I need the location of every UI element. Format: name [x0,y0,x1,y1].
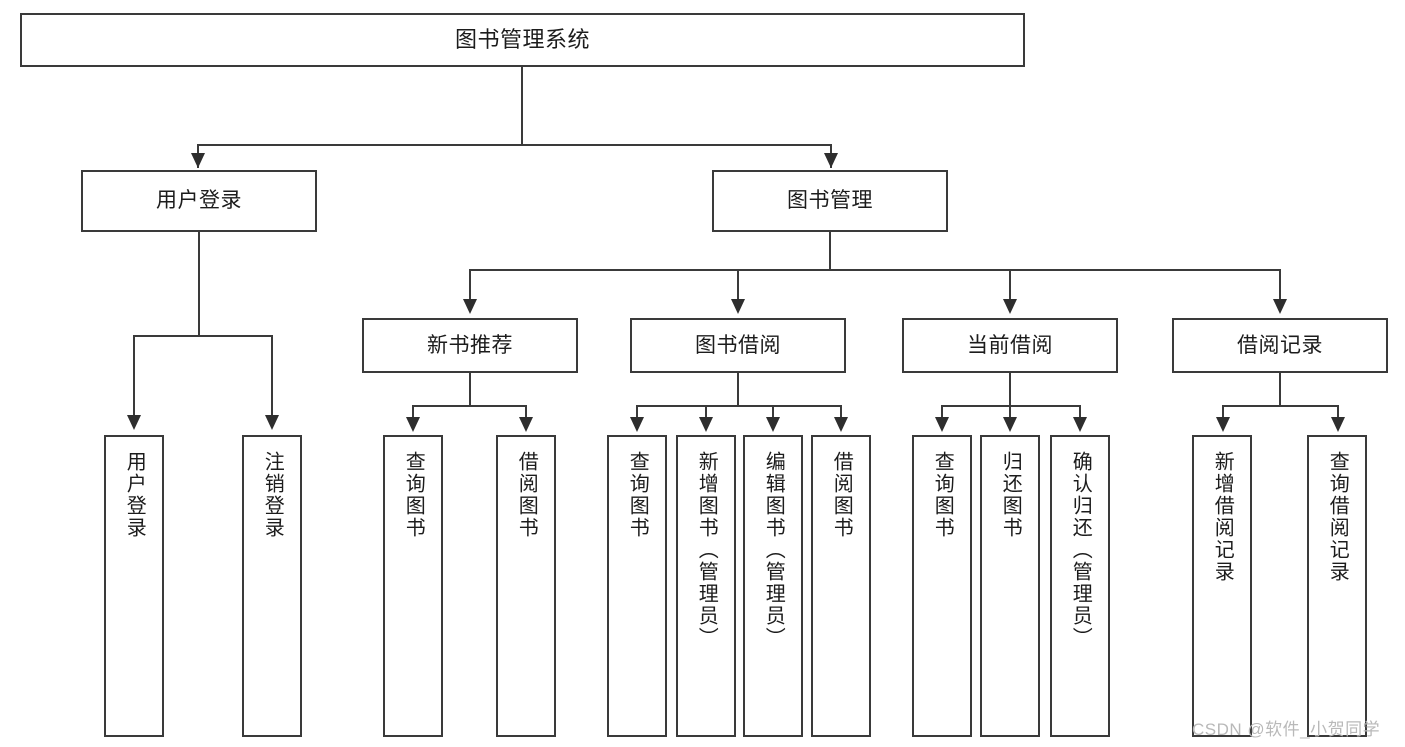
node-label: 新书推荐 [427,333,513,357]
connector-drop-leaf-return-book [1009,405,1011,423]
arrowhead-book-borrow [731,299,745,314]
arrowhead-leaf-confirm-return [1073,417,1087,432]
node-label: 注销登录 [261,451,284,539]
connector-drop-new-book-recommend [469,269,471,305]
leaf-confirm-return-admin[interactable]: 确认归还（管理员） [1050,435,1110,737]
arrowhead-leaf-query-book-2 [630,417,644,432]
node-label: 借阅记录 [1237,333,1323,357]
connector-current-borrow-bus [941,405,1081,407]
connector-drop-leaf-user-login [133,335,135,421]
connector-book-management-stem [829,232,831,270]
node-label: 用户登录 [123,451,146,539]
leaf-query-book-3[interactable]: 查询图书 [912,435,972,737]
node-label: 查询图书 [402,451,425,539]
node-label: 新增借阅记录 [1211,451,1234,583]
node-label: 当前借阅 [967,333,1053,357]
connector-book-borrow-stem [737,373,739,407]
connector-drop-leaf-add-book [705,405,707,423]
connector-drop-leaf-query-borrow-record [1337,405,1339,423]
arrowhead-current-borrow [1003,299,1017,314]
node-label: 归还图书 [999,451,1022,539]
leaf-return-book[interactable]: 归还图书 [980,435,1040,737]
connector-drop-leaf-query-book-1 [412,405,414,423]
connector-user-login-stem [198,232,200,336]
node-root-book-management-system[interactable]: 图书管理系统 [20,13,1025,67]
arrowhead-leaf-user-login [127,415,141,430]
node-label: 编辑图书（管理员） [762,451,785,649]
node-label: 图书管理系统 [454,26,590,52]
connector-drop-leaf-confirm-return [1079,405,1081,423]
connector-borrow-record-stem [1279,373,1281,407]
node-label: 图书管理 [787,189,873,213]
connector-drop-leaf-query-book-2 [636,405,638,423]
arrowhead-leaf-edit-book [766,417,780,432]
leaf-borrow-book-2[interactable]: 借阅图书 [811,435,871,737]
connector-book-management-bus [469,269,1281,271]
arrowhead-leaf-query-book-1 [406,417,420,432]
arrowhead-leaf-return-book [1003,417,1017,432]
leaf-edit-book-admin[interactable]: 编辑图书（管理员） [743,435,803,737]
node-current-borrow[interactable]: 当前借阅 [902,318,1118,373]
connector-drop-leaf-logout [271,335,273,421]
connector-drop-leaf-query-book-3 [941,405,943,423]
connector-drop-leaf-add-borrow-record [1222,405,1224,423]
connector-current-borrow-stem [1009,373,1011,407]
connector-drop-leaf-borrow-book-2 [840,405,842,423]
arrowhead-book-management [824,153,838,168]
arrowhead-borrow-record [1273,299,1287,314]
connector-new-book-recommend-bus [412,405,527,407]
node-label: 新增图书（管理员） [695,451,718,649]
arrowhead-leaf-add-book [699,417,713,432]
connector-drop-borrow-record [1279,269,1281,305]
node-label: 借阅图书 [830,451,853,539]
node-user-login[interactable]: 用户登录 [81,170,317,232]
leaf-user-login[interactable]: 用户登录 [104,435,164,737]
leaf-query-book-2[interactable]: 查询图书 [607,435,667,737]
node-label: 用户登录 [156,189,242,213]
node-borrow-record[interactable]: 借阅记录 [1172,318,1388,373]
csdn-watermark: CSDN @软件_小贺同学 [1192,720,1381,739]
connector-borrow-record-bus [1222,405,1339,407]
node-label: 查询图书 [626,451,649,539]
leaf-borrow-book-1[interactable]: 借阅图书 [496,435,556,737]
arrowhead-user-login [191,153,205,168]
node-label: 确认归还（管理员） [1069,451,1092,649]
node-book-management[interactable]: 图书管理 [712,170,948,232]
connector-root-stem [521,67,523,145]
connector-new-book-recommend-stem [469,373,471,407]
connector-book-borrow-bus [636,405,842,407]
connector-drop-book-borrow [737,269,739,305]
node-new-book-recommend[interactable]: 新书推荐 [362,318,578,373]
arrowhead-new-book-recommend [463,299,477,314]
connector-root-bus [197,144,832,146]
arrowhead-leaf-borrow-book-2 [834,417,848,432]
node-label: 借阅图书 [515,451,538,539]
connector-drop-leaf-edit-book [772,405,774,423]
connector-drop-leaf-borrow-book-1 [525,405,527,423]
node-label: 图书借阅 [695,333,781,357]
leaf-add-book-admin[interactable]: 新增图书（管理员） [676,435,736,737]
connector-user-login-bus [133,335,273,337]
node-label: 查询图书 [931,451,954,539]
arrowhead-leaf-query-book-3 [935,417,949,432]
node-label: 查询借阅记录 [1326,451,1349,583]
arrowhead-leaf-logout [265,415,279,430]
leaf-logout[interactable]: 注销登录 [242,435,302,737]
leaf-add-borrow-record[interactable]: 新增借阅记录 [1192,435,1252,737]
node-book-borrow[interactable]: 图书借阅 [630,318,846,373]
arrowhead-leaf-borrow-book-1 [519,417,533,432]
arrowhead-leaf-query-borrow-record [1331,417,1345,432]
connector-drop-current-borrow [1009,269,1011,305]
leaf-query-book-1[interactable]: 查询图书 [383,435,443,737]
arrowhead-leaf-add-borrow-record [1216,417,1230,432]
leaf-query-borrow-record[interactable]: 查询借阅记录 [1307,435,1367,737]
